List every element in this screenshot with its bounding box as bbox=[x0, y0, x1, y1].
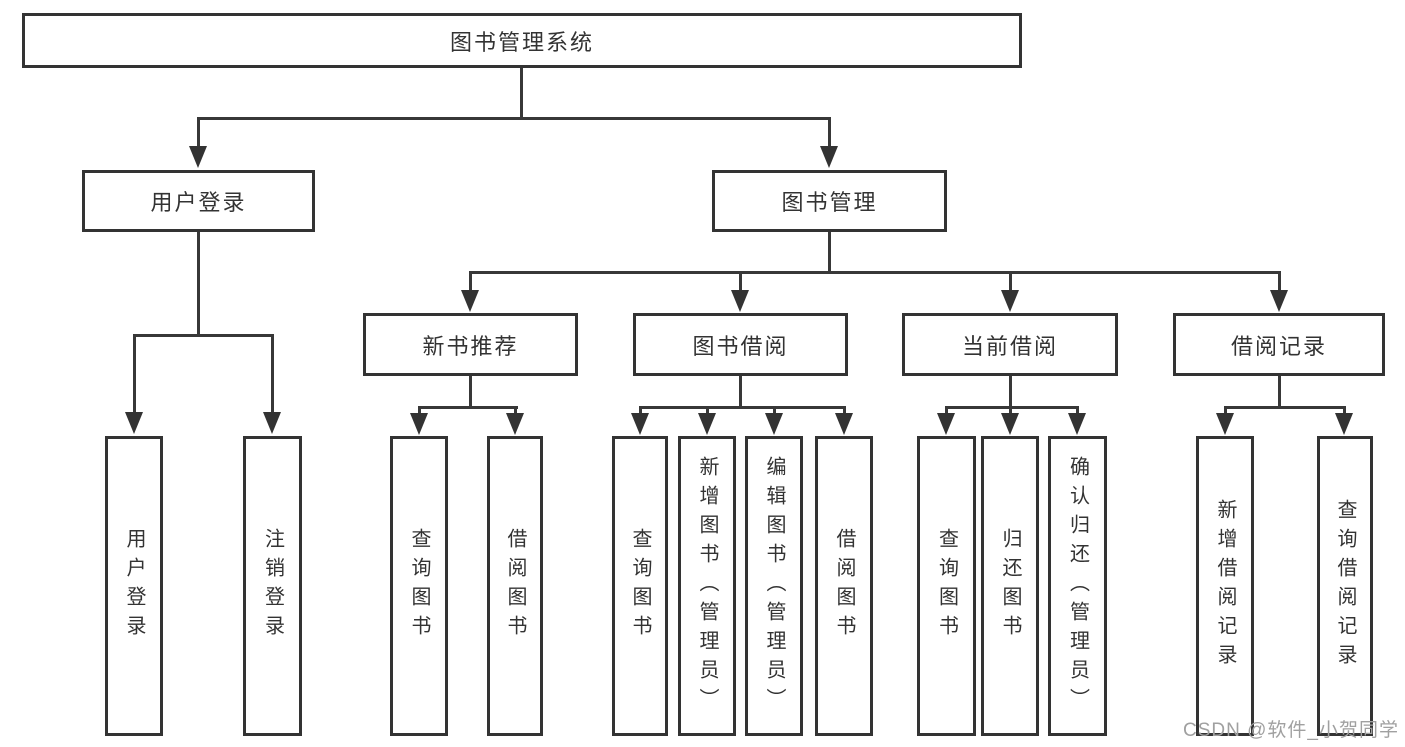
connector-drop-cb-return bbox=[1009, 406, 1012, 414]
arrowhead-br-add bbox=[1216, 413, 1234, 435]
connector-book-borrow-stem bbox=[739, 376, 742, 408]
leaf-confirm-return-admin: 确认归还（管理员） bbox=[1048, 436, 1107, 736]
leaf-add-borrow-record: 新增借阅记录 bbox=[1196, 436, 1254, 736]
leaf-add-book-admin: 新增图书（管理员） bbox=[678, 436, 736, 736]
connector-user-login-rail bbox=[133, 334, 274, 337]
arrowhead-borrowing-records bbox=[1270, 290, 1288, 312]
connector-drop-nr-query bbox=[418, 406, 421, 414]
connector-new-book-stem bbox=[469, 376, 472, 408]
node-user-login: 用户登录 bbox=[82, 170, 315, 232]
csdn-watermark: CSDN @软件_小贺同学 bbox=[1183, 720, 1399, 741]
connector-user-login-stem bbox=[197, 232, 200, 335]
arrowhead-book-management bbox=[820, 146, 838, 168]
leaf-logout-login: 注销登录 bbox=[243, 436, 302, 736]
arrowhead-leaf-logout bbox=[263, 412, 281, 434]
node-new-book-recommend: 新书推荐 bbox=[363, 313, 578, 376]
node-current-borrowing: 当前借阅 bbox=[902, 313, 1118, 376]
arrowhead-user-login bbox=[189, 146, 207, 168]
arrowhead-bb-borrow bbox=[835, 413, 853, 435]
arrowhead-new-book bbox=[461, 290, 479, 312]
connector-new-book-rail bbox=[418, 406, 518, 409]
arrowhead-leaf-user-login bbox=[125, 412, 143, 434]
node-book-borrowing: 图书借阅 bbox=[633, 313, 848, 376]
connector-level3-rail bbox=[469, 271, 1281, 274]
arrowhead-current-borrowing bbox=[1001, 290, 1019, 312]
arrowhead-bb-add bbox=[698, 413, 716, 435]
connector-borrow-records-stem bbox=[1278, 376, 1281, 408]
connector-drop-cb-query bbox=[945, 406, 948, 414]
arrowhead-nr-query bbox=[410, 413, 428, 435]
arrowhead-br-query bbox=[1335, 413, 1353, 435]
arrowhead-cb-return bbox=[1001, 413, 1019, 435]
leaf-query-books-recommend: 查询图书 bbox=[390, 436, 448, 736]
leaf-query-books-borrowing: 查询图书 bbox=[612, 436, 668, 736]
connector-drop-borrowing-records bbox=[1278, 271, 1281, 291]
connector-drop-bb-borrow bbox=[843, 406, 846, 414]
connector-drop-leaf-logout bbox=[271, 334, 274, 413]
leaf-user-login: 用户登录 bbox=[105, 436, 163, 736]
connector-drop-user-login bbox=[197, 117, 200, 147]
leaf-return-books: 归还图书 bbox=[981, 436, 1039, 736]
connector-drop-book-management bbox=[828, 117, 831, 147]
arrowhead-nr-borrow bbox=[506, 413, 524, 435]
leaf-query-books-current: 查询图书 bbox=[917, 436, 976, 736]
connector-drop-bb-add bbox=[706, 406, 709, 414]
arrowhead-cb-confirm bbox=[1068, 413, 1086, 435]
connector-book-mgmt-stem bbox=[828, 232, 831, 273]
node-borrowing-records: 借阅记录 bbox=[1173, 313, 1385, 376]
connector-drop-current-borrowing bbox=[1009, 271, 1012, 291]
connector-drop-br-query bbox=[1343, 406, 1346, 414]
connector-level2-rail bbox=[197, 117, 831, 120]
arrowhead-book-borrowing bbox=[731, 290, 749, 312]
connector-drop-br-add bbox=[1224, 406, 1227, 414]
node-book-management: 图书管理 bbox=[712, 170, 947, 232]
arrowhead-cb-query bbox=[937, 413, 955, 435]
connector-borrow-records-rail bbox=[1224, 406, 1346, 409]
leaf-query-borrow-record: 查询借阅记录 bbox=[1317, 436, 1373, 736]
connector-current-borrow-rail bbox=[945, 406, 1079, 409]
connector-book-borrow-rail bbox=[639, 406, 846, 409]
arrowhead-bb-edit bbox=[765, 413, 783, 435]
connector-root-stem bbox=[520, 68, 523, 118]
leaf-edit-book-admin: 编辑图书（管理员） bbox=[745, 436, 803, 736]
connector-drop-book-borrowing bbox=[739, 271, 742, 291]
connector-drop-bb-query bbox=[639, 406, 642, 414]
leaf-borrow-books-recommend: 借阅图书 bbox=[487, 436, 543, 736]
connector-drop-bb-edit bbox=[773, 406, 776, 414]
connector-drop-cb-confirm bbox=[1076, 406, 1079, 414]
connector-drop-nr-borrow bbox=[514, 406, 517, 414]
node-root: 图书管理系统 bbox=[22, 13, 1022, 68]
leaf-borrow-books-borrowing: 借阅图书 bbox=[815, 436, 873, 736]
connector-drop-leaf-user-login bbox=[133, 334, 136, 413]
connector-current-borrow-stem bbox=[1009, 376, 1012, 408]
connector-drop-new-book bbox=[469, 271, 472, 291]
arrowhead-bb-query bbox=[631, 413, 649, 435]
